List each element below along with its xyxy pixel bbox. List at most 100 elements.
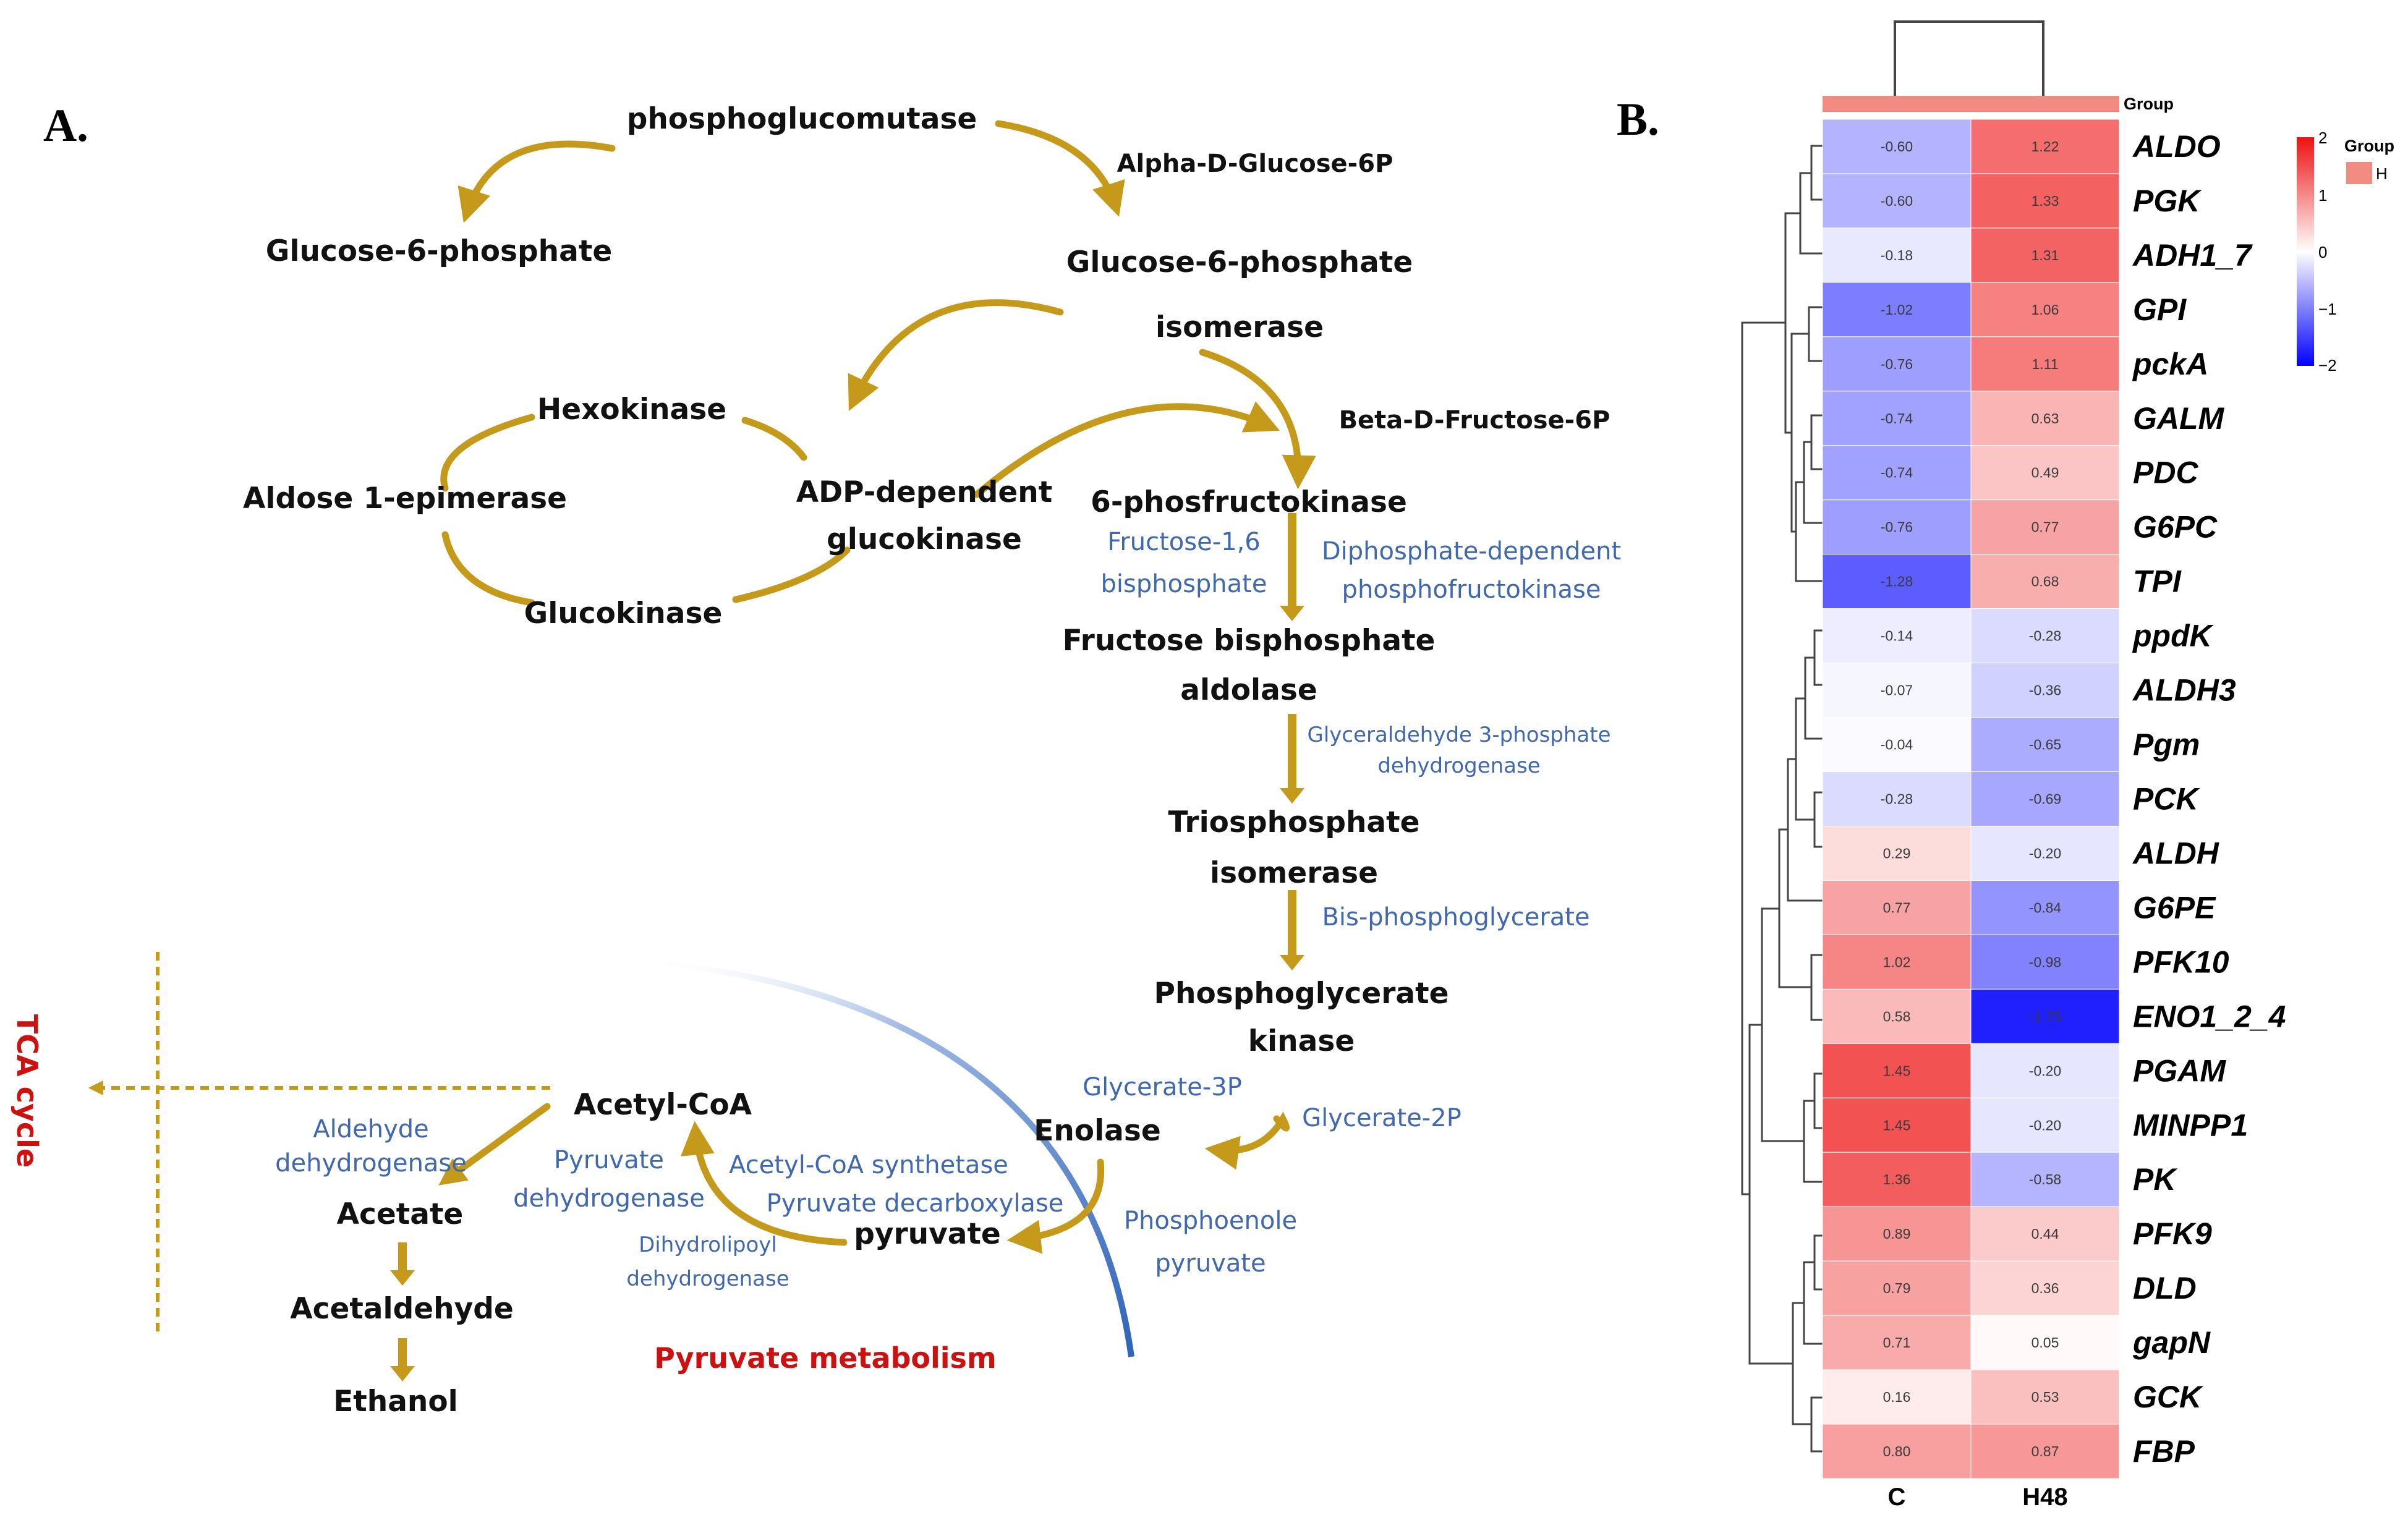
heatmap-cell (1970, 1369, 2120, 1425)
label-pyruvate-dh-line2: dehydrogenase (513, 1184, 705, 1213)
heatmap-cell-value: 1.36 (1883, 1171, 1911, 1187)
heatmap-cell (1822, 880, 1972, 935)
heatmap-cell (1822, 445, 1972, 501)
heatmap-cell (1822, 1424, 1972, 1479)
heatmap-cell (1822, 1206, 1972, 1262)
vertical-arrows (390, 513, 1304, 1381)
label-g6p-isomerase-line2: isomerase (1155, 310, 1324, 344)
gene-row-label: DLD (2133, 1271, 2197, 1305)
row-dendrogram (1741, 145, 1823, 1453)
tick-2: 2 (2318, 129, 2327, 147)
gene-row-label: ALDH3 (2132, 673, 2236, 708)
label-alpha-d-glucose-6p: Alpha-D-Glucose-6P (1117, 150, 1393, 178)
arrow-pgm-to-g6p-right (995, 120, 1125, 217)
heatmap-cell-value: -0.60 (1881, 193, 1913, 209)
label-glycerate-2p: Glycerate-2P (1302, 1104, 1461, 1132)
gene-row-label: ENO1_2_4 (2133, 999, 2286, 1033)
heatmap-cell-value: 0.53 (2031, 1389, 2059, 1405)
heatmap-cell-value: 0.68 (2031, 574, 2059, 590)
heatmap-cell-value: 1.06 (2031, 302, 2059, 318)
heatmap-cell (1822, 1097, 1972, 1153)
tick-0: 0 (2318, 243, 2327, 261)
label-diphosphate-line1: Diphosphate-dependent (1322, 537, 1621, 566)
gene-row-label: FBP (2133, 1434, 2195, 1469)
label-phosphoglucomutase: phosphoglucomutase (627, 102, 977, 136)
heatmap-cell-value: 0.79 (1883, 1280, 1911, 1296)
heatmap-cell-value: 0.77 (2031, 519, 2059, 535)
heatmap-cell-value: 0.89 (1883, 1226, 1911, 1242)
label-tpi-line2: isomerase (1210, 856, 1378, 890)
heatmap-cell (1822, 554, 1972, 609)
label-pgk-line2: kinase (1248, 1024, 1355, 1058)
heatmap-cell (1822, 1315, 1972, 1370)
label-acetyl-coa-synthetase: Acetyl-CoA synthetase (729, 1151, 1008, 1179)
label-g3p-dh-line1: Glyceraldehyde 3-phosphate (1307, 723, 1610, 747)
heatmap-cell-value: 0.44 (2031, 1226, 2059, 1242)
heatmap-cell (1970, 173, 2120, 229)
heatmap-cell (1970, 771, 2120, 826)
heatmap-cell (1970, 663, 2120, 718)
heatmap-cell-value: -0.58 (2029, 1171, 2061, 1187)
heatmap-cell-value: 0.77 (1883, 899, 1911, 915)
heatmap-cell (1822, 771, 1972, 826)
gene-row-label: PFK9 (2133, 1216, 2212, 1251)
heatmap-cell-value: -0.20 (2029, 1063, 2061, 1079)
heatmap-cell-value: 1.31 (2031, 247, 2059, 263)
legend-title: Group (2344, 137, 2394, 155)
gene-row-label: pckA (2132, 347, 2208, 381)
tick-minus-2: −2 (2318, 356, 2337, 375)
heatmap-cell (1970, 1043, 2120, 1098)
panel-a: A. (11, 100, 1621, 1419)
heatmap-cell-value: -0.76 (1881, 356, 1913, 372)
heatmap-cell-value: 0.29 (1883, 845, 1911, 861)
heatmap-cell (1822, 336, 1972, 392)
group-annotation-label: Group (2124, 95, 2174, 113)
gene-row-label: gapN (2132, 1325, 2211, 1360)
gene-row-label: PGK (2133, 184, 2202, 218)
gene-row-label: PK (2133, 1162, 2178, 1197)
arrow-enolase-to-pyruvate (1006, 1158, 1105, 1254)
heatmap-cell-value: 1.22 (2031, 138, 2059, 155)
heatmap-cell-value: -0.84 (2029, 899, 2062, 915)
arc-hexokinase-adpgk (741, 417, 807, 461)
heatmap-cell (1822, 282, 1972, 337)
heatmap-cell-value: -0.65 (2029, 737, 2061, 753)
label-pyruvate-dh-line1: Pyruvate (554, 1146, 664, 1174)
heatmap-cell (1822, 717, 1972, 773)
heatmap-cell-value: 0.05 (2031, 1335, 2059, 1351)
heatmap-cell-value: -0.60 (1881, 138, 1913, 155)
label-fba-line2: aldolase (1180, 673, 1317, 707)
panel-a-label: A. (43, 100, 88, 151)
heatmap-cell-value: -0.04 (1881, 737, 1913, 753)
label-adp-dependent-line2: glucokinase (827, 522, 1022, 556)
label-6-phosfructokinase: 6-phosfructokinase (1091, 485, 1407, 519)
heatmap-cell (1822, 119, 1972, 174)
label-bis-phosphoglycerate: Bis-phosphoglycerate (1322, 903, 1589, 931)
arrow-acetylcoa-to-acetate (438, 1103, 551, 1186)
heatmap-cell-value: -0.28 (2029, 628, 2061, 644)
label-g3p-dh-line2: dehydrogenase (1377, 753, 1540, 778)
heatmap-cell (1970, 282, 2120, 337)
heatmap-cell (1970, 608, 2120, 664)
group-annotation-bar (1823, 96, 2119, 112)
heatmap-cell-value: -0.76 (1881, 519, 1913, 535)
label-acetyl-coa: Acetyl-CoA (574, 1088, 752, 1122)
heatmap-cell-value: 0.80 (1883, 1443, 1911, 1459)
gene-row-label: ALDH (2132, 836, 2219, 870)
column-label-h48: H48 (2022, 1483, 2067, 1511)
heatmap-cell-value: -0.36 (2029, 682, 2061, 698)
gene-row-label: PDC (2133, 456, 2198, 490)
label-dihydrolipoyl-line2: dehydrogenase (626, 1267, 789, 1291)
gene-row-label: GPI (2133, 292, 2187, 327)
label-tca-cycle: TCA cycle (11, 1014, 44, 1168)
panel-b: B. Group (1617, 20, 2394, 1511)
heatmap-cell-value: 0.63 (2031, 410, 2059, 426)
heatmap-cell (1970, 1097, 2120, 1153)
heatmap-cell (1970, 988, 2120, 1044)
tick-minus-1: −1 (2318, 300, 2337, 318)
heatmap-cell (1970, 227, 2120, 283)
gene-row-label: PCK (2133, 782, 2200, 817)
label-enolase: Enolase (1034, 1114, 1161, 1148)
